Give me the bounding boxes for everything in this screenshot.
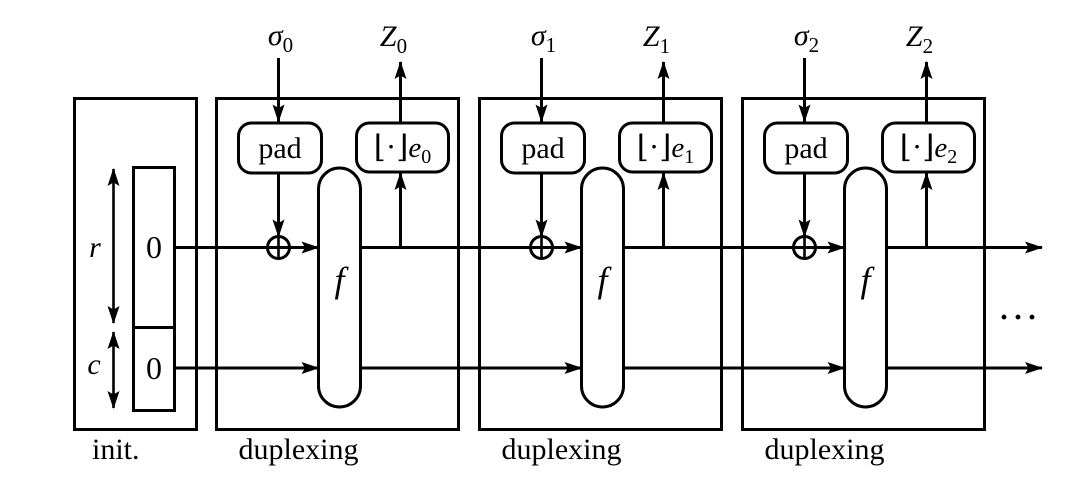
permutation-pill [317,166,362,409]
input-label: σ1 [531,19,556,57]
xor-icon [266,235,291,260]
duplexing-label: duplexing [502,433,622,466]
truncate-label: ⌊·⌋e0 [374,129,431,168]
output-label: Z1 [643,20,670,58]
duplexing-block-2: σ2 Z2 pad ⌊·⌋e2 f duplexing [741,19,986,466]
xor-icon [792,235,817,260]
block-border [741,97,986,431]
rate-init-value: 0 [146,229,162,265]
duplexing-block-1: σ1 Z1 pad ⌊·⌋e1 f duplexing [478,19,723,466]
rate-symbol-label: r [89,231,101,264]
output-label: Z2 [906,20,933,58]
pad-label: pad [258,132,301,165]
init-label: init. [92,433,140,466]
state-lines [174,241,1043,374]
pad-label: pad [521,132,564,165]
truncate-label: ⌊·⌋e1 [637,129,694,168]
truncate-label: ⌊·⌋e2 [900,129,957,168]
state-rect [132,166,176,412]
duplexing-label: duplexing [239,433,359,466]
init-border [73,97,198,431]
permutation-pill [843,166,888,409]
block-border [478,97,723,431]
init-block: r c 0 0 init. [73,97,198,466]
block-border [215,97,460,431]
permutation-pill [580,166,625,409]
pad-label: pad [784,132,827,165]
ellipsis-dots: ··· [999,301,1041,334]
capacity-init-value: 0 [146,350,162,386]
input-label: σ0 [268,19,293,57]
duplexing-label: duplexing [765,433,885,466]
capacity-symbol-label: c [87,348,100,381]
duplexing-block-0: σ0 Z0 pad ⌊·⌋e0 f duplexing [215,19,460,466]
xor-icon [529,235,554,260]
input-label: σ2 [794,19,819,57]
output-label: Z0 [380,20,407,58]
